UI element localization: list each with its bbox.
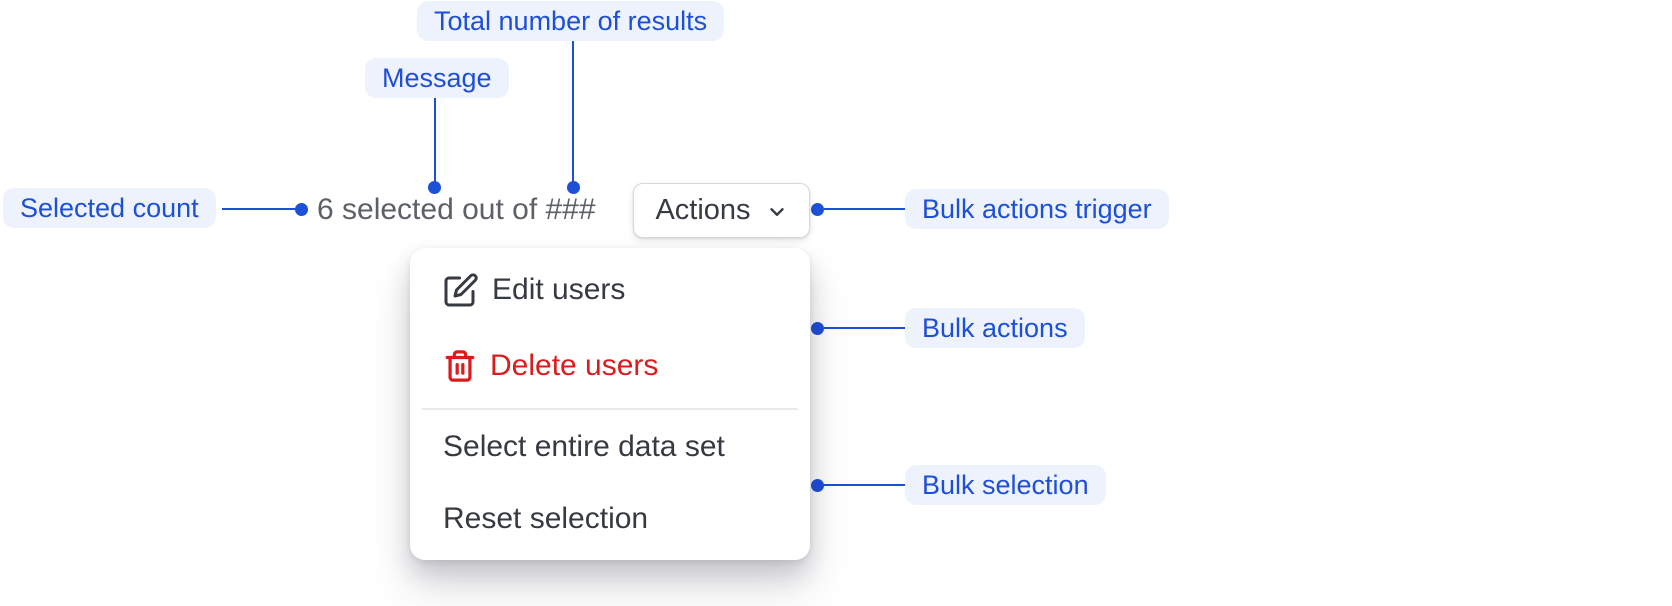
trash-icon [443,349,477,383]
connector-dot-selected-count [295,203,308,216]
connector-line-message [434,98,436,183]
pencil-square-icon [443,272,479,308]
actions-button-label: Actions [655,194,751,226]
connector-line-selected-count [222,208,300,210]
selection-count-message: 6 selected out of ### [317,193,596,226]
annotation-bulk-selection: Bulk selection [905,465,1106,505]
menu-item-label: Delete users [490,349,659,382]
connector-dot-bulk-actions-trigger [811,203,824,216]
annotation-bulk-actions: Bulk actions [905,308,1085,348]
menu-item-delete-users[interactable]: Delete users [443,346,658,386]
annotation-bulk-actions-trigger: Bulk actions trigger [905,189,1169,229]
connector-dot-bulk-selection [811,479,824,492]
annotation-message: Message [365,58,509,98]
chevron-down-icon [766,201,788,223]
annotation-total-results: Total number of results [417,1,725,41]
menu-item-label: Reset selection [443,502,649,535]
connector-dot-message [428,181,441,194]
bulk-actions-menu: Edit users Delete users Select entire da… [410,248,810,560]
menu-divider [422,408,798,410]
bulk-actions-trigger-button[interactable]: Actions [633,183,810,238]
connector-dot-total-results [567,181,580,194]
connector-line-bulk-actions [824,327,905,329]
connector-line-bulk-actions-trigger [824,208,905,210]
menu-item-select-entire-data-set[interactable]: Select entire data set [443,427,725,467]
menu-item-label: Edit users [492,273,626,306]
annotation-selected-count: Selected count [3,188,216,228]
connector-dot-bulk-actions [811,322,824,335]
menu-item-reset-selection[interactable]: Reset selection [443,499,648,539]
menu-item-edit-users[interactable]: Edit users [443,270,625,310]
menu-item-label: Select entire data set [443,430,725,463]
connector-line-total-results [572,41,574,183]
connector-line-bulk-selection [824,484,905,486]
